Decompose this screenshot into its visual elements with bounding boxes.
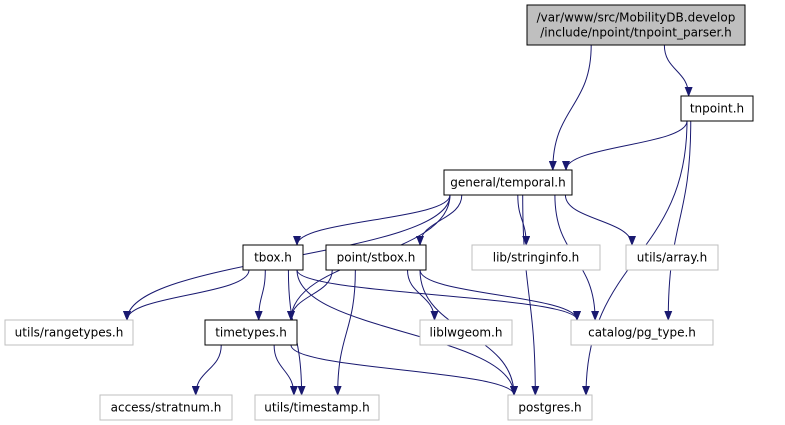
- node-liblwgeom: liblwgeom.h: [419, 319, 513, 346]
- node-liblwgeom-box: [419, 319, 513, 346]
- edge-stbox-to-liblwgeom: [407, 269, 439, 321]
- node-rangetypes: utils/rangetypes.h: [4, 319, 134, 346]
- edge-timetypes-to-stratnum: [191, 344, 222, 396]
- edge-tbox-to-postgres: [296, 269, 518, 396]
- node-timestamp-box: [254, 394, 380, 421]
- edge-tbox-to-pg_type: [296, 269, 581, 321]
- edge-temporal-to-stringinfo: [517, 194, 531, 246]
- node-array: utils/array.h: [625, 244, 719, 271]
- edge-temporal-to-tbox: [293, 194, 451, 246]
- node-stringinfo-box: [471, 244, 601, 271]
- edge-tbox-to-rangetypes: [123, 269, 250, 321]
- edge-temporal-to-array: [564, 194, 636, 246]
- edge-temporal-to-stbox: [416, 194, 463, 246]
- node-tbox[interactable]: tbox.h: [242, 244, 304, 271]
- node-timestamp-label: utils/timestamp.h: [264, 401, 369, 415]
- node-tnpoint-label: tnpoint.h: [690, 102, 744, 116]
- node-stratnum-box: [99, 394, 233, 421]
- node-postgres: postgres.h: [507, 394, 593, 421]
- node-rangetypes-label: utils/rangetypes.h: [15, 326, 124, 340]
- node-temporal[interactable]: general/temporal.h: [443, 169, 573, 196]
- edge-tbox-to-timetypes: [254, 269, 266, 321]
- node-stbox-box: [325, 244, 427, 271]
- edge-root-to-temporal: [548, 44, 592, 171]
- node-tbox-box: [242, 244, 304, 271]
- node-tbox-label: tbox.h: [254, 251, 292, 265]
- node-array-label: utils/array.h: [637, 251, 707, 265]
- node-timetypes-box: [204, 319, 298, 346]
- node-timestamp: utils/timestamp.h: [254, 394, 380, 421]
- node-stratnum-label: access/stratnum.h: [111, 401, 222, 415]
- node-layer: /var/www/src/MobilityDB.develop/include/…: [4, 4, 754, 421]
- edge-root-to-tnpoint: [663, 44, 693, 97]
- node-root-label: /var/www/src/MobilityDB.develop: [537, 11, 736, 25]
- node-pg_type-label: catalog/pg_type.h: [588, 326, 696, 340]
- edge-temporal-to-postgres: [522, 194, 540, 396]
- node-root[interactable]: /var/www/src/MobilityDB.develop/include/…: [526, 4, 746, 46]
- node-tnpoint[interactable]: tnpoint.h: [680, 95, 754, 122]
- node-root-label: /include/npoint/tnpoint_parser.h: [540, 26, 732, 40]
- node-timetypes-label: timetypes.h: [215, 326, 287, 340]
- node-pg_type-box: [570, 319, 714, 346]
- node-stbox-label: point/stbox.h: [337, 251, 416, 265]
- edge-stbox-to-timetypes: [287, 269, 333, 321]
- node-liblwgeom-label: liblwgeom.h: [430, 326, 503, 340]
- node-pg_type: catalog/pg_type.h: [570, 319, 714, 346]
- node-temporal-label: general/temporal.h: [450, 176, 565, 190]
- node-array-box: [625, 244, 719, 271]
- node-postgres-box: [507, 394, 593, 421]
- edge-stbox-to-timestamp: [333, 269, 356, 396]
- node-temporal-box: [443, 169, 573, 196]
- node-timetypes[interactable]: timetypes.h: [204, 319, 298, 346]
- node-tnpoint-box: [680, 95, 754, 122]
- node-stratnum: access/stratnum.h: [99, 394, 233, 421]
- node-postgres-label: postgres.h: [518, 401, 581, 415]
- edge-timetypes-to-postgres: [290, 344, 518, 396]
- node-stringinfo: lib/stringinfo.h: [471, 244, 601, 271]
- node-stringinfo-label: lib/stringinfo.h: [493, 251, 580, 265]
- node-root-box: [526, 4, 746, 46]
- node-stbox[interactable]: point/stbox.h: [325, 244, 427, 271]
- node-rangetypes-box: [4, 319, 134, 346]
- edge-tnpoint-to-temporal: [562, 120, 688, 171]
- edge-timetypes-to-timestamp: [273, 344, 298, 396]
- edge-stbox-to-pg_type: [419, 269, 581, 321]
- edge-tnpoint-to-pg_type: [664, 120, 692, 321]
